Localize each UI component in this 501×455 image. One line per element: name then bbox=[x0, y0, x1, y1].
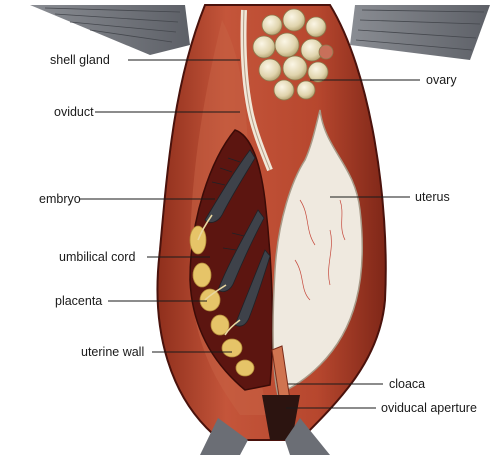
label-umbilical-cord: umbilical cord bbox=[59, 250, 135, 264]
label-uterine-wall: uterine wall bbox=[81, 345, 144, 359]
label-oviducal-aperture: oviducal aperture bbox=[381, 401, 477, 415]
label-placenta: placenta bbox=[55, 294, 102, 308]
label-ovary: ovary bbox=[426, 73, 457, 87]
label-shell-gland: shell gland bbox=[50, 53, 110, 67]
fin-left bbox=[30, 5, 190, 55]
label-embryo: embryo bbox=[39, 192, 81, 206]
label-uterus: uterus bbox=[415, 190, 450, 204]
label-cloaca: cloaca bbox=[389, 377, 425, 391]
fin-right bbox=[350, 5, 490, 60]
label-oviduct: oviduct bbox=[54, 105, 94, 119]
